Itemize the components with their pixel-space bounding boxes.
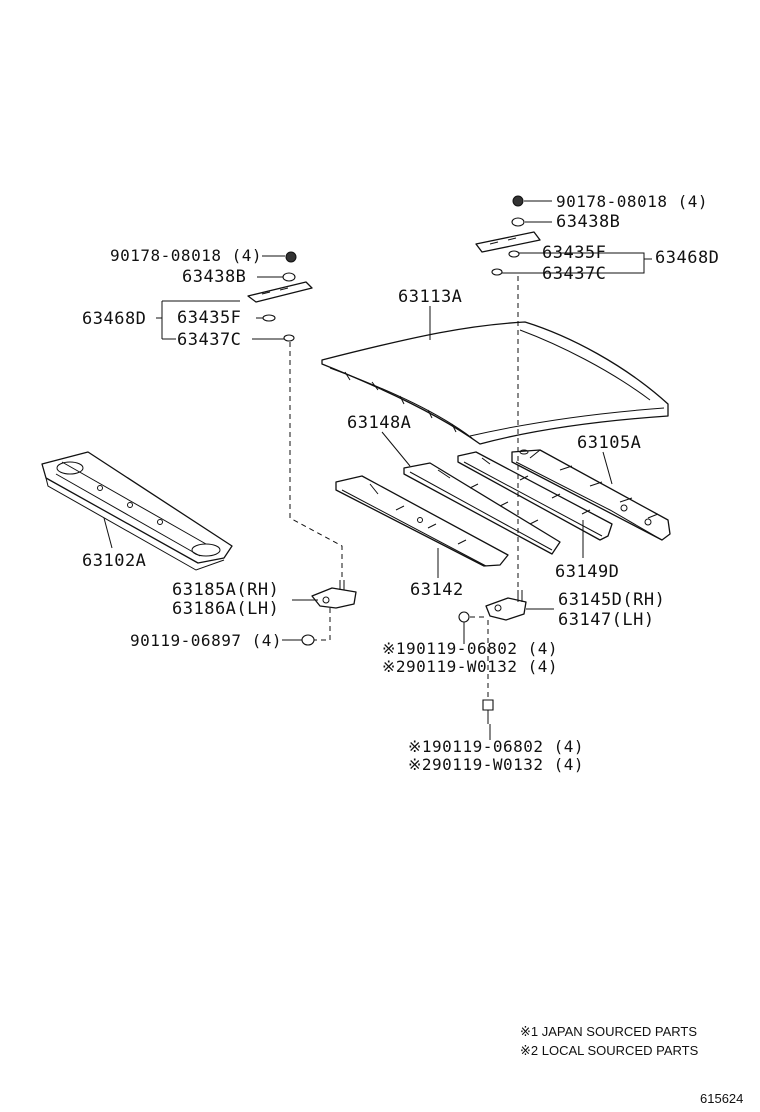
leader-lines [103, 200, 652, 740]
footnote-local-sourced: ※2 LOCAL SOURCED PARTS [520, 1043, 699, 1058]
label-right-washer-b: 63438B [556, 212, 621, 232]
label-right-bracket-lh: 63147(LH) [558, 610, 655, 630]
roof-bow-a-drawing [403, 462, 561, 555]
diagram-id: 615624 [700, 1091, 744, 1106]
label-front-header: 63102A [82, 551, 147, 571]
left-hardware-drawing [247, 251, 357, 646]
label-bow-b: 63142 [410, 580, 464, 600]
label-right-washer-f: 63435F [542, 243, 607, 263]
label-low-bolt-1: ※190119-06802 (4) [408, 737, 585, 756]
label-bow-c: 63149D [555, 562, 620, 582]
roof-bow-c-drawing [457, 451, 613, 541]
roof-panel-drawing [321, 321, 669, 445]
roof-bow-b-drawing [335, 475, 509, 567]
label-mid-bolt-1: ※190119-06802 (4) [382, 639, 559, 658]
label-bow-a: 63148A [347, 413, 412, 433]
label-right-washer-c: 63437C [542, 264, 607, 284]
label-left-washer-f: 63435F [177, 308, 242, 328]
label-left-bracket-lh: 63186A(LH) [172, 599, 280, 619]
label-left-set: 63468D [82, 309, 147, 329]
label-left-nut: 90178-08018 (4) [110, 246, 262, 265]
label-right-nut: 90178-08018 (4) [556, 192, 708, 211]
label-right-set: 63468D [655, 248, 720, 268]
label-roof-panel: 63113A [398, 287, 463, 307]
right-hardware-drawing [458, 195, 541, 724]
footnote-japan-sourced: ※1 JAPAN SOURCED PARTS [520, 1024, 698, 1039]
label-low-bolt-2: ※290119-W0132 (4) [408, 755, 585, 774]
label-left-bracket-rh: 63185A(RH) [172, 580, 280, 600]
label-mid-bolt-2: ※290119-W0132 (4) [382, 657, 559, 676]
label-right-bracket-rh: 63145D(RH) [558, 590, 666, 610]
label-left-washer-b: 63438B [182, 267, 247, 287]
front-header-drawing [41, 451, 233, 571]
label-left-bolt: 90119-06897 (4) [130, 631, 282, 650]
rear-header-drawing [511, 449, 671, 541]
label-left-washer-c: 63437C [177, 330, 242, 350]
label-rear-header: 63105A [577, 433, 642, 453]
